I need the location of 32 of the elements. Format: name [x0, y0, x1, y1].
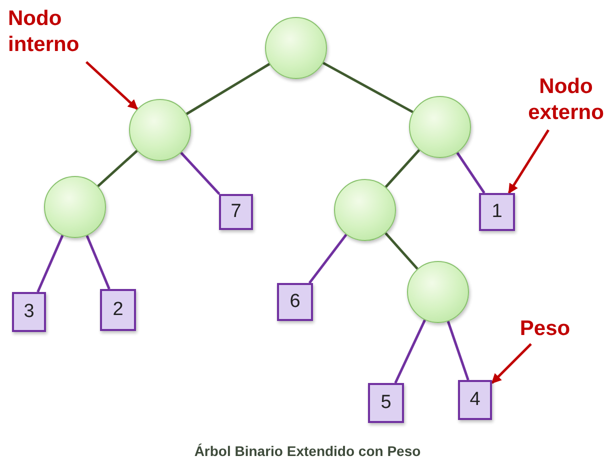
external-node-box: 3 — [12, 292, 46, 332]
external-node-box: 7 — [219, 194, 253, 230]
tree-branch — [384, 149, 420, 188]
external-node-box: 1 — [479, 193, 515, 231]
internal-node-circle — [334, 179, 396, 241]
external-node-box: 4 — [458, 380, 492, 420]
internal-node-circle — [44, 176, 106, 238]
tree-branch — [36, 234, 64, 292]
internal-node-circle — [409, 96, 471, 158]
internal-node-circle — [407, 261, 469, 323]
annotation-label: Nodo interno — [8, 7, 80, 56]
tree-branch — [384, 232, 418, 270]
annotation-label: Peso — [520, 317, 570, 340]
annotation-label: Nodo externo — [528, 75, 604, 124]
external-node-box: 5 — [368, 383, 404, 423]
tree-branch — [308, 234, 348, 284]
external-node-box: 2 — [100, 289, 136, 331]
tree-branch — [97, 150, 138, 188]
external-node-box: 6 — [277, 283, 313, 321]
tree-branch — [180, 152, 220, 195]
leader-arrow — [508, 129, 550, 194]
internal-node-circle — [265, 17, 327, 79]
internal-node-circle — [129, 99, 191, 161]
tree-branch — [322, 62, 414, 114]
leader-arrow — [85, 61, 138, 110]
tree-branch — [446, 320, 470, 380]
tree-branch — [186, 62, 270, 116]
caption: Árbol Binario Extendido con Peso — [193, 443, 422, 459]
leader-arrow — [491, 343, 532, 384]
tree-branch — [86, 235, 110, 290]
tree-branch — [394, 320, 426, 384]
tree-branch — [456, 152, 486, 194]
